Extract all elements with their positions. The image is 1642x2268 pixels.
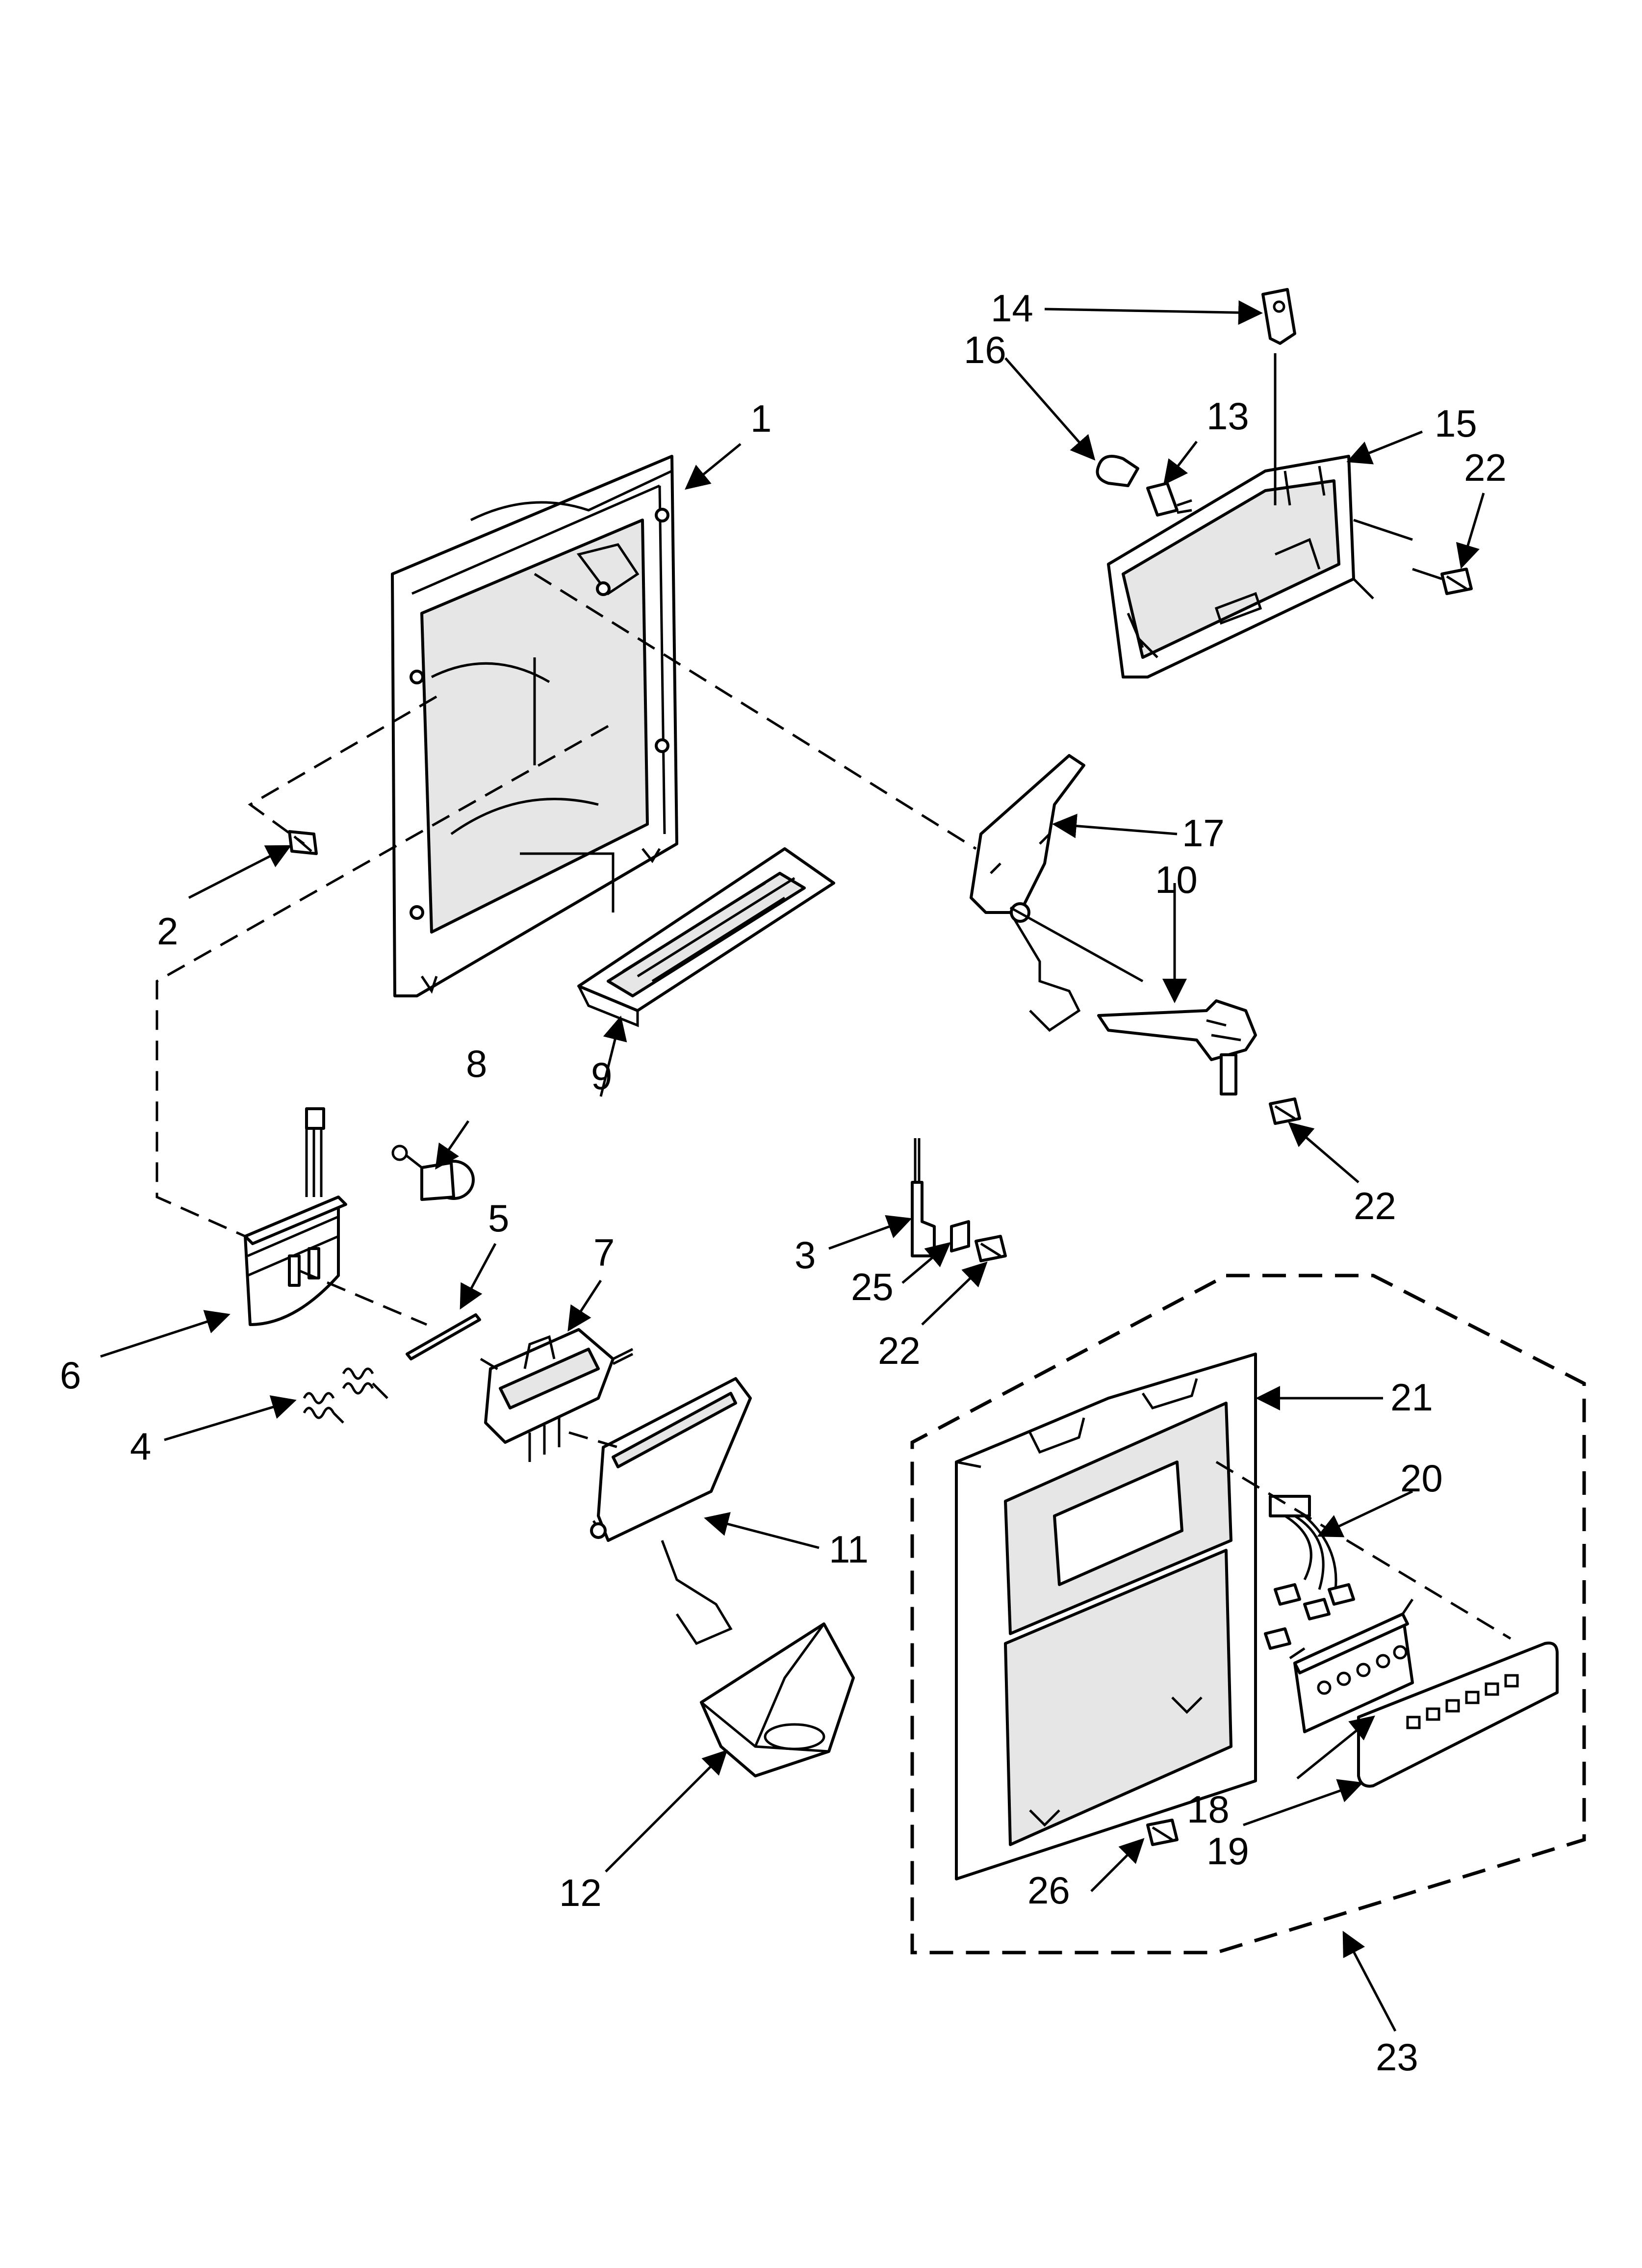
callout-2: 2 [157, 910, 178, 953]
water-lever [1097, 999, 1257, 1095]
callout-16: 16 [964, 328, 1006, 371]
light-switch [1261, 288, 1296, 345]
callout-22-center: 22 [878, 1329, 921, 1372]
callout-9: 9 [591, 1054, 612, 1097]
control-board [1289, 1598, 1414, 1733]
solenoid [244, 1107, 347, 1326]
switch-actuator [911, 1138, 936, 1257]
callout-10: 10 [1155, 858, 1198, 901]
callout-22-top: 22 [1464, 446, 1507, 489]
callout-12: 12 [559, 1871, 602, 1914]
callout-20: 20 [1400, 1457, 1443, 1500]
ice-chute-door [590, 1377, 752, 1645]
dispenser-front-panel [955, 1353, 1257, 1880]
callout-labels: 1 2 3 4 5 6 7 8 9 10 11 12 13 14 15 16 1… [60, 287, 1507, 2079]
callout-21: 21 [1390, 1376, 1433, 1419]
alignment-lines [155, 353, 1512, 1640]
callout-5: 5 [488, 1197, 509, 1240]
callout-17: 17 [1182, 811, 1225, 855]
light-bulb [1096, 455, 1139, 487]
leader-lines [100, 300, 1485, 2032]
lamp-socket [1146, 482, 1192, 517]
callout-11: 11 [829, 1528, 869, 1571]
callout-7: 7 [593, 1231, 615, 1274]
callout-14: 14 [991, 287, 1033, 330]
callout-1: 1 [750, 397, 771, 440]
bracket-25 [950, 1220, 970, 1252]
callout-6: 6 [60, 1354, 81, 1397]
dispenser-lever [970, 754, 1085, 1032]
callout-23: 23 [1376, 2035, 1418, 2079]
callout-18: 18 [1187, 1788, 1230, 1831]
solenoid-plunger [391, 1145, 475, 1201]
callout-25: 25 [851, 1265, 894, 1308]
callout-8: 8 [466, 1042, 487, 1085]
screw-22-center [975, 1235, 1007, 1262]
callout-15: 15 [1435, 402, 1477, 445]
callout-13: 13 [1206, 394, 1249, 438]
light-housing [1107, 455, 1413, 678]
pivot-rod [406, 1313, 481, 1360]
assembly-boundary [910, 1274, 1586, 1955]
screw-26 [1146, 1819, 1179, 1846]
screw-22-top [1440, 568, 1473, 595]
wire-harness [1264, 1495, 1355, 1650]
callout-22-middle: 22 [1354, 1184, 1396, 1227]
ice-chute [700, 1622, 855, 1777]
callout-3: 3 [795, 1233, 816, 1277]
screw-22-middle [1269, 1097, 1301, 1125]
callout-26: 26 [1027, 1869, 1070, 1912]
drip-tray-grille [577, 847, 835, 1027]
callout-19: 19 [1206, 1829, 1249, 1873]
callout-4: 4 [130, 1425, 151, 1468]
springs [303, 1367, 388, 1424]
